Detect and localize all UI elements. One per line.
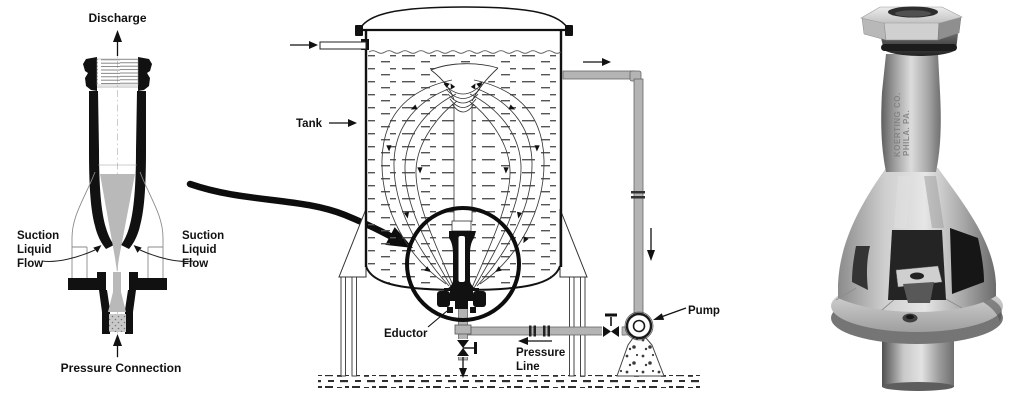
svg-text:Flow: Flow — [182, 258, 208, 270]
circulation-streamlines — [381, 79, 458, 291]
embossed-maker-text: KOERTING CO. — [893, 92, 902, 157]
pressure-line-label: Pressure Line — [516, 347, 565, 373]
eductor-photo: KOERTING CO. PHILA. PA. — [831, 6, 1003, 391]
svg-text:Liquid: Liquid — [17, 244, 52, 256]
inlet-pipe — [290, 41, 367, 50]
jet-flow-shading — [100, 174, 135, 332]
svg-text:Flow: Flow — [17, 258, 43, 270]
in-tank-eductor — [437, 220, 486, 313]
svg-text:Liquid: Liquid — [182, 244, 217, 256]
embossed-origin-text: PHILA. PA. — [902, 110, 911, 156]
tank-system-diagram: Tank Eductor Pressure Line Pump — [290, 6, 720, 388]
pump — [616, 311, 665, 377]
eductor-left-half — [41, 57, 114, 334]
tank-shell — [355, 6, 573, 292]
eductor-cross-section: Discharge Suction Liquid Flow Suction Li… — [17, 11, 224, 375]
pressure-connection-label: Pressure Connection — [61, 361, 182, 375]
pressure-line-valve — [603, 313, 619, 337]
pump-label: Pump — [653, 305, 720, 320]
pressure-flow-arrow — [518, 337, 552, 345]
svg-text:Eductor: Eductor — [384, 328, 428, 340]
eductor-label: Eductor — [384, 310, 448, 340]
liquid-surface-wave — [368, 50, 562, 54]
flow-down-arrow — [647, 228, 655, 261]
svg-text:Pressure: Pressure — [516, 347, 565, 359]
discharge-arrow — [113, 30, 122, 56]
tank-label: Tank — [296, 118, 357, 130]
circulation-plume — [430, 63, 499, 229]
svg-text:Pump: Pump — [688, 305, 720, 317]
suction-pipe — [562, 70, 645, 315]
photo-hex-head — [860, 6, 963, 41]
svg-text:Line: Line — [516, 361, 540, 373]
photo-nozzle — [895, 265, 943, 303]
svg-text:Suction: Suction — [182, 230, 224, 242]
tank-leg-left — [338, 208, 367, 377]
ground-hatch — [318, 375, 700, 388]
outlet-arrow — [583, 58, 611, 66]
thread-hatch — [96, 58, 139, 86]
pressure-arrow — [113, 334, 122, 357]
suction-right-label: Suction Liquid Flow — [182, 230, 224, 270]
discharge-label: Discharge — [88, 11, 146, 25]
drain-valve — [457, 340, 477, 356]
eductor-highlight-circle — [405, 206, 521, 322]
svg-text:Tank: Tank — [296, 118, 323, 130]
suction-left-label: Suction Liquid Flow — [17, 230, 59, 270]
photo-bell — [835, 168, 996, 312]
pressure-line-pipe — [466, 313, 626, 337]
photo-barrel: KOERTING CO. PHILA. PA. — [881, 54, 941, 172]
svg-text:Suction: Suction — [17, 230, 59, 242]
eductor-supply-pipe — [454, 306, 477, 378]
